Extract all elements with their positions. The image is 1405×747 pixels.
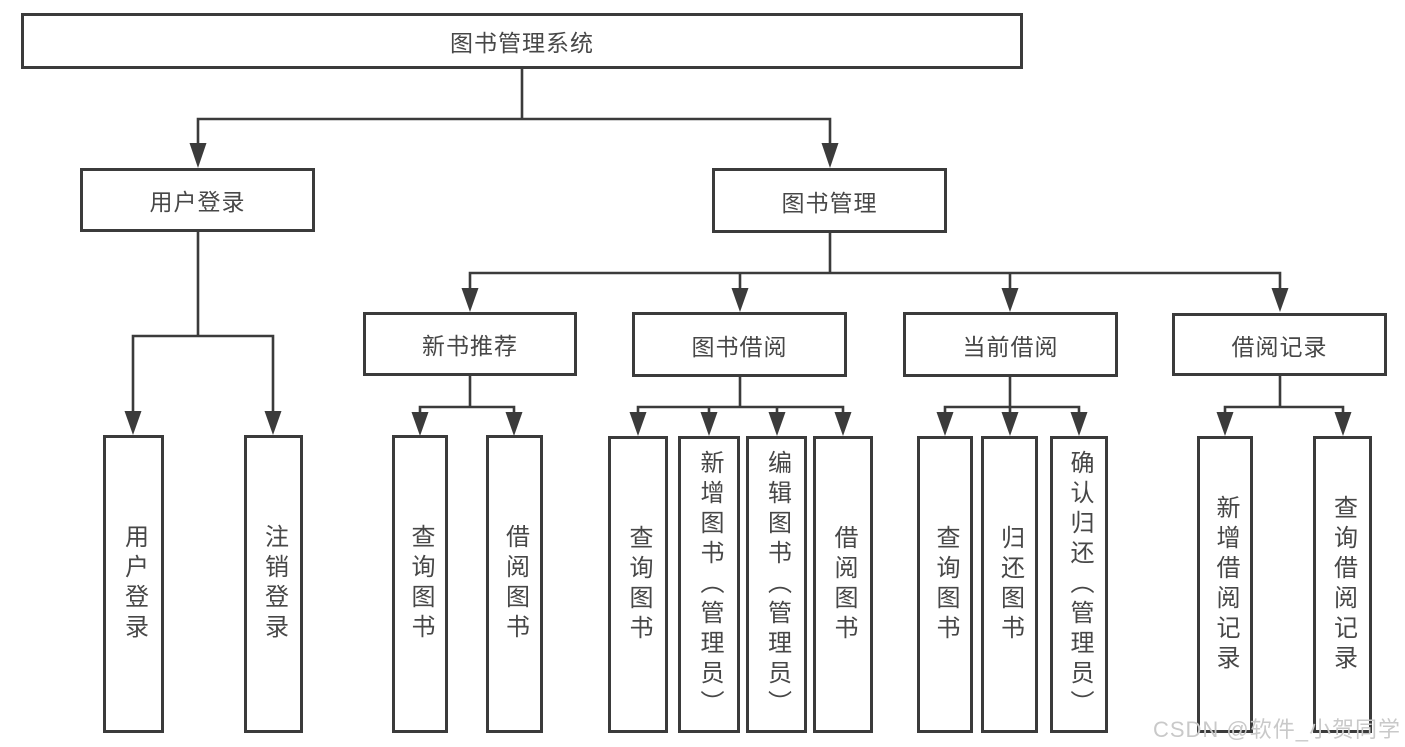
root-node-library-management-system: 图书管理系统 — [21, 13, 1023, 69]
section-borrow-records: 借阅记录 — [1172, 313, 1387, 376]
branch-user-login: 用户登录 — [80, 168, 315, 232]
section-current-borrow-label: 当前借阅 — [962, 333, 1059, 360]
leaf-add-books-admin: 新增图书（管理员） — [678, 436, 740, 733]
leaf-query-books-recommend-label: 查询图书 — [407, 524, 434, 644]
leaf-query-borrow-record: 查询借阅记录 — [1313, 436, 1372, 733]
leaf-borrow-books: 借阅图书 — [813, 436, 873, 733]
leaf-borrow-books-recommend: 借阅图书 — [486, 435, 543, 733]
section-new-book-recommend: 新书推荐 — [363, 312, 577, 376]
leaf-return-books-label: 归还图书 — [996, 524, 1024, 645]
leaf-borrow-books-recommend-label: 借阅图书 — [501, 524, 529, 644]
branch-book-management-label: 图书管理 — [781, 189, 878, 216]
leaf-logout-login: 注销登录 — [244, 435, 303, 733]
leaf-edit-books-admin: 编辑图书（管理员） — [746, 436, 807, 733]
section-borrow-records-label: 借阅记录 — [1231, 333, 1328, 360]
leaf-query-books-current: 查询图书 — [917, 436, 973, 733]
leaf-query-books-recommend: 查询图书 — [392, 435, 448, 733]
section-book-borrow-label: 图书借阅 — [691, 333, 788, 360]
section-new-book-recommend-label: 新书推荐 — [422, 333, 518, 359]
leaf-add-borrow-record: 新增借阅记录 — [1197, 436, 1253, 733]
leaf-borrow-books-label: 借阅图书 — [830, 524, 857, 645]
leaf-return-books: 归还图书 — [981, 436, 1038, 733]
leaf-query-books-current-label: 查询图书 — [932, 524, 959, 645]
root-node-label: 图书管理系统 — [450, 30, 594, 56]
branch-user-login-label: 用户登录 — [149, 189, 246, 215]
leaf-logout-login-label: 注销登录 — [260, 524, 288, 644]
section-current-borrow: 当前借阅 — [903, 312, 1118, 377]
leaf-edit-books-admin-label: 编辑图书（管理员） — [763, 449, 791, 720]
leaf-query-books-borrow-label: 查询图书 — [625, 524, 652, 645]
leaf-user-login: 用户登录 — [103, 435, 164, 733]
leaf-user-login-label: 用户登录 — [120, 524, 148, 644]
branch-book-management: 图书管理 — [712, 168, 947, 233]
section-book-borrow: 图书借阅 — [632, 312, 847, 377]
leaf-confirm-return-admin-label: 确认归还（管理员） — [1066, 449, 1093, 720]
leaf-add-books-admin-label: 新增图书（管理员） — [696, 449, 723, 720]
leaf-add-borrow-record-label: 新增借阅记录 — [1212, 494, 1239, 675]
leaf-query-books-borrow: 查询图书 — [608, 436, 668, 733]
leaf-query-borrow-record-label: 查询借阅记录 — [1329, 494, 1357, 675]
leaf-confirm-return-admin: 确认归还（管理员） — [1050, 436, 1108, 733]
csdn-watermark: CSDN @软件_小贺同学 — [1152, 717, 1401, 742]
